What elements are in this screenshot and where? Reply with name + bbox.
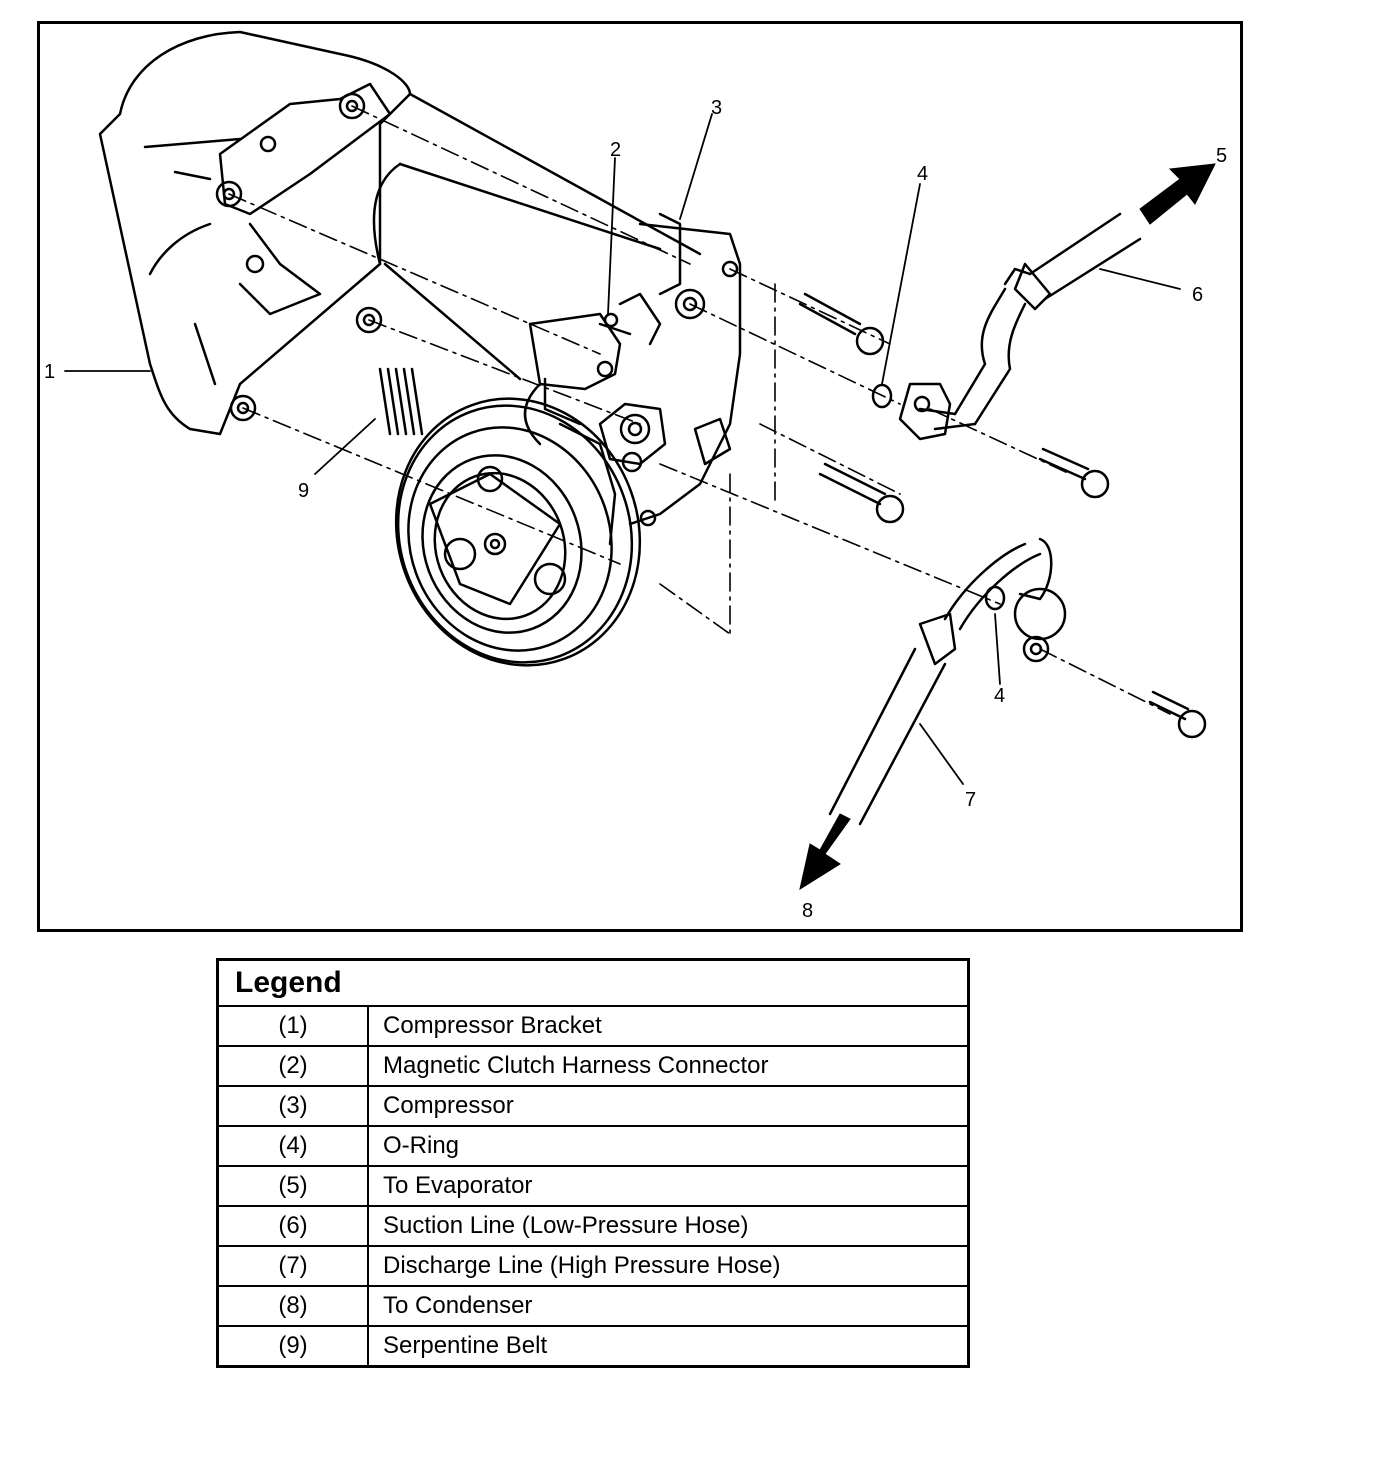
serpentine-belt <box>378 367 424 436</box>
discharge-line <box>828 537 1067 826</box>
callout-2: 2 <box>610 139 621 161</box>
legend-number: (6) <box>216 1205 369 1247</box>
callout-4-upper: 4 <box>917 163 928 185</box>
legend-number: (3) <box>216 1085 369 1127</box>
callout-1: 1 <box>44 361 55 383</box>
legend-row: (1) Compressor Bracket <box>216 1005 970 1047</box>
callout-8: 8 <box>802 900 813 922</box>
suction-line <box>898 212 1142 441</box>
callout-9: 9 <box>298 480 309 502</box>
legend-description: Serpentine Belt <box>367 1325 970 1368</box>
legend-row: (4) O-Ring <box>216 1125 970 1167</box>
o-ring-lower <box>984 585 1006 611</box>
legend-title: Legend <box>216 958 970 1007</box>
legend-number: (1) <box>216 1005 369 1047</box>
arrow-to-condenser <box>799 813 851 891</box>
legend-row: (9) Serpentine Belt <box>216 1325 970 1368</box>
legend-description: Compressor Bracket <box>367 1005 970 1047</box>
legend-number: (2) <box>216 1045 369 1087</box>
legend-header-row: Legend <box>216 958 970 1007</box>
legend-row: (7) Discharge Line (High Pressure Hose) <box>216 1245 970 1287</box>
legend-number: (5) <box>216 1165 369 1207</box>
legend-row: (8) To Condenser <box>216 1285 970 1327</box>
callout-4-lower: 4 <box>994 685 1005 707</box>
legend-description: O-Ring <box>367 1125 970 1167</box>
callout-6: 6 <box>1192 284 1203 306</box>
legend-row: (5) To Evaporator <box>216 1165 970 1207</box>
bolts <box>798 292 1207 739</box>
legend-table: Legend (1) Compressor Bracket (2) Magnet… <box>216 958 970 1368</box>
o-ring-upper <box>871 383 893 409</box>
legend-row: (3) Compressor <box>216 1085 970 1127</box>
leader-lines <box>64 113 1181 785</box>
compressor-body <box>372 92 742 527</box>
legend-number: (4) <box>216 1125 369 1167</box>
legend-row: (6) Suction Line (Low-Pressure Hose) <box>216 1205 970 1247</box>
diagram-figure: 1 2 3 4 5 6 4 7 8 9 <box>37 21 1243 932</box>
exploded-view-drawing: 1 2 3 4 5 6 4 7 8 9 <box>44 30 1227 922</box>
legend-description: Magnetic Clutch Harness Connector <box>367 1045 970 1087</box>
callout-7: 7 <box>965 789 976 811</box>
legend-description: Compressor <box>367 1085 970 1127</box>
legend-description: Suction Line (Low-Pressure Hose) <box>367 1205 970 1247</box>
legend-row: (2) Magnetic Clutch Harness Connector <box>216 1045 970 1087</box>
legend-number: (9) <box>216 1325 369 1368</box>
clutch-pulley <box>394 397 642 667</box>
legend-number: (8) <box>216 1285 369 1327</box>
legend-description: To Evaporator <box>367 1165 970 1207</box>
callout-5: 5 <box>1216 145 1227 167</box>
compressor-bracket <box>98 30 412 436</box>
alignment-lines <box>228 105 1171 715</box>
legend-description: To Condenser <box>367 1285 970 1327</box>
legend-description: Discharge Line (High Pressure Hose) <box>367 1245 970 1287</box>
callout-3: 3 <box>711 97 722 119</box>
arrow-to-evaporator <box>1139 163 1216 225</box>
legend-number: (7) <box>216 1245 369 1287</box>
